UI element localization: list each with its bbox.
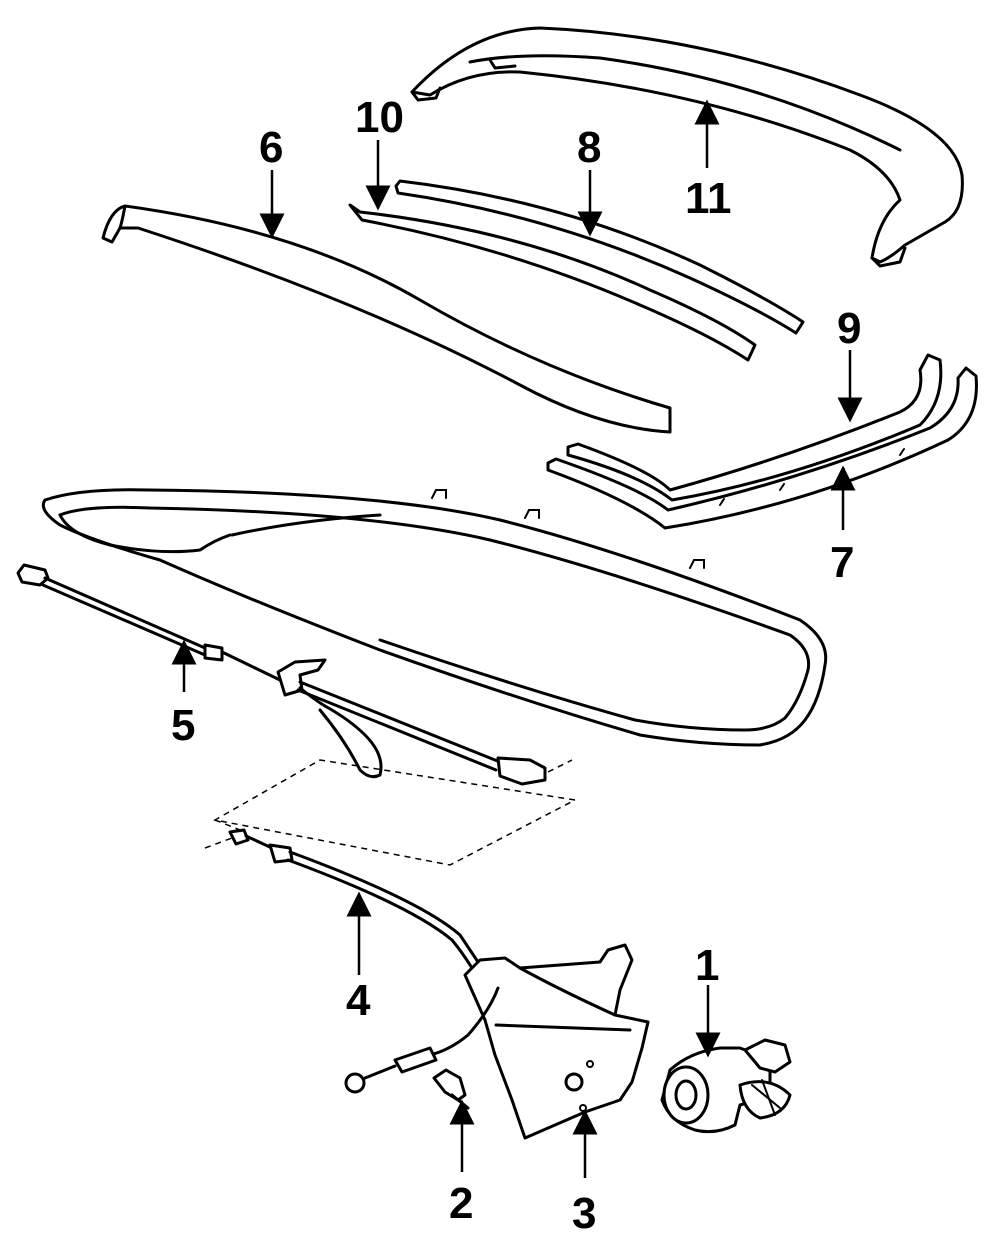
callout-8: 8 xyxy=(577,123,601,172)
part-8-strip xyxy=(394,179,805,335)
callouts: 11 10 8 6 9 7 5 4 2 3 1 xyxy=(171,93,861,1238)
callout-3: 3 xyxy=(572,1189,596,1238)
callout-2: 2 xyxy=(449,1179,473,1228)
part-11-spoiler xyxy=(410,26,964,268)
part-1-actuator xyxy=(660,1038,792,1134)
callout-6: 6 xyxy=(259,123,283,172)
part-4-cable xyxy=(228,828,482,970)
callout-4: 4 xyxy=(346,976,371,1025)
part-2-bolt xyxy=(432,1068,470,1110)
callout-5: 5 xyxy=(171,701,195,750)
part-6-molding xyxy=(101,204,672,434)
callout-7: 7 xyxy=(830,538,854,587)
part-cable-end xyxy=(344,1046,438,1094)
leader-lines xyxy=(171,99,863,1178)
connection-area xyxy=(204,759,576,866)
callout-9: 9 xyxy=(837,304,861,353)
part-5-cable xyxy=(16,563,573,786)
part-7-molding xyxy=(546,366,978,530)
callout-1: 1 xyxy=(695,941,719,990)
part-3-latch xyxy=(428,943,650,1140)
part-10-strip xyxy=(348,203,757,362)
callout-11: 11 xyxy=(685,174,732,223)
trunk-lid xyxy=(41,488,828,747)
part-9-weatherstrip xyxy=(566,353,943,502)
callout-10: 10 xyxy=(355,93,404,142)
